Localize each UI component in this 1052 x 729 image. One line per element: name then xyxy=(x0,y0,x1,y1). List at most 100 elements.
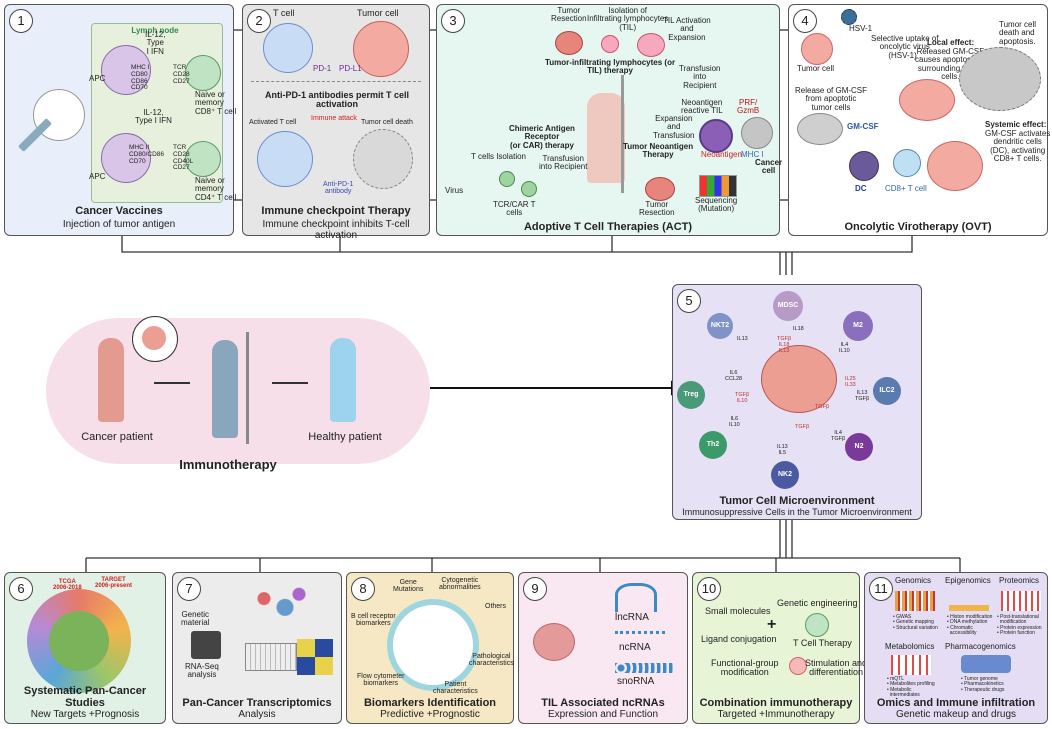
cancer-patient-figure xyxy=(98,338,124,422)
cell-label-treg: Treg xyxy=(683,391,699,398)
biomarker-label: Patient characteristics xyxy=(433,681,478,696)
tumor-death-label: Tumor cell death xyxy=(361,119,413,126)
tumor-zoom-cells xyxy=(142,326,166,350)
dc-label: DC xyxy=(855,184,867,193)
genomics-chart-icon xyxy=(895,591,935,611)
panel-number: 2 xyxy=(247,9,271,33)
panel-number: 3 xyxy=(441,9,465,33)
metabolomics-chart-icon xyxy=(891,655,931,675)
panel-title: Combination immunotherapy xyxy=(699,697,853,709)
divider xyxy=(251,81,421,82)
cell-label-nkt2: NKT2 xyxy=(710,322,730,329)
panel-title: Systematic Pan-Cancer Studies xyxy=(23,685,147,709)
apc-label-1: APC xyxy=(89,74,106,83)
snorna-label: snoRNA xyxy=(617,676,655,687)
panel-cancer-vaccines: 1 Lymph node APC APC IL-12, Type I IFN I… xyxy=(4,4,237,236)
panel-title: Omics and Immune infiltration xyxy=(876,697,1036,709)
infected-tumor-cell xyxy=(801,33,833,65)
tumor-cell-label: Tumor cell xyxy=(797,64,835,73)
systemic-effect-title: Systemic effect: xyxy=(985,120,1047,129)
t-cell-isolation-label: T cells Isolation xyxy=(471,152,526,161)
pan-cancer-wheel-inner xyxy=(49,611,109,671)
t-cell-therapy-label: T Cell Therapy xyxy=(793,638,852,648)
immune-cell xyxy=(677,381,705,409)
treated-patient-figure xyxy=(212,340,238,438)
ligand-label: Ligand conjugation xyxy=(701,634,777,644)
expansion-label: Expansion and Transfusion xyxy=(653,114,695,140)
cytokine-label: IL13 TGFβ xyxy=(855,390,870,402)
cell-label-ilc2: ILC2 xyxy=(879,387,895,394)
panel-title: Tumor Cell Microenvironment xyxy=(719,495,875,507)
neoantigen-label: Neoantigen xyxy=(701,150,742,159)
panel-number: 11 xyxy=(869,577,893,601)
cytokine-label: IL13 IL5 xyxy=(777,444,788,456)
small-molecules-label: Small molecules xyxy=(705,606,771,616)
panel-subtitle: Predictive +Prognostic xyxy=(380,709,480,720)
mhc1-label: MHC I xyxy=(741,150,764,159)
panel-number: 9 xyxy=(523,577,547,601)
heatmap-icon xyxy=(297,639,333,675)
transfusion-label-2: Transfusion into Recipient xyxy=(539,154,588,172)
tumor-cluster-1 xyxy=(899,79,955,121)
uptake-label: Selective uptake of oncolytic virus (HSV… xyxy=(871,34,939,60)
dying-tumor-cell xyxy=(353,129,413,189)
chromatogram-icon xyxy=(245,643,297,671)
panel-transcriptomics: 7 Genetic material RNA-Seq analysis Pan-… xyxy=(172,572,342,724)
il12-label-2: IL-12, Type I IFN xyxy=(135,108,172,126)
til-cell-icon xyxy=(601,35,619,53)
cancer-cell-label: Cancer cell xyxy=(755,158,783,176)
panel-title: TIL Associated ncRNAs xyxy=(541,697,665,709)
panel-biomarkers: 8 Gene Mutations Cytogenetic abnormaliti… xyxy=(346,572,514,724)
rna-seq-label: RNA-Seq analysis xyxy=(185,662,219,680)
cell-label-th2: Th2 xyxy=(706,441,720,448)
biomarker-label: Others xyxy=(485,603,507,610)
panel-pan-cancer: 6 TCGA 2006-2018 TARGET 2006-present Sys… xyxy=(4,572,166,724)
proteomics-chart-icon xyxy=(1001,591,1041,611)
dc-cell xyxy=(849,151,879,181)
cd4-t-cell xyxy=(185,141,221,177)
biomarker-label: Gene Mutations xyxy=(393,579,424,594)
panel-subtitle: Immunosuppressive Cells in the Tumor Mic… xyxy=(682,507,912,517)
car-therapy-label: Chimeric Antigen Receptor (or CAR) thera… xyxy=(509,124,575,150)
panel-title: Oncolytic Virotherapy (OVT) xyxy=(844,221,992,233)
genomics-items: • GWAS • Genetic mapping • Structural va… xyxy=(893,614,938,631)
metabolomics-label: Metabolomics xyxy=(885,642,935,651)
cytokine-label: IL25 IL33 xyxy=(845,376,856,388)
biomarker-label: Pathological characteristics xyxy=(469,653,514,668)
panel-title: Cancer Vaccines xyxy=(75,205,163,217)
panel-subtitle: Injection of tumor antigen xyxy=(62,219,176,230)
panel-number: 10 xyxy=(697,577,721,601)
stimulated-cell-icon xyxy=(789,657,807,675)
healthy-patient-label: Healthy patient xyxy=(308,431,382,443)
epigenomics-chart-icon xyxy=(949,591,989,611)
arrow-1 xyxy=(154,382,190,384)
panel-subtitle: Expression and Function xyxy=(547,709,659,720)
release-label: Release of GM-CSF from apoptotic tumor c… xyxy=(795,86,868,112)
pharmacogenomics-label: Pharmacogenomics xyxy=(945,642,1016,651)
cytokine-label: IL6 CCL28 xyxy=(725,370,743,382)
epigenomics-items: • Histon modification • DNA methylation … xyxy=(947,614,993,636)
panel-number: 4 xyxy=(793,9,817,33)
biomarker-label: B cell receptor biomarkers xyxy=(351,613,396,628)
local-effect-title: Local effect: xyxy=(927,38,975,47)
panel-act: 3 Tumor Resection Isolation of Infiltrat… xyxy=(436,4,783,236)
sequencing-label: Sequencing (Mutation) xyxy=(695,196,738,214)
biomarker-label: Cytogenetic abnormalities xyxy=(439,577,481,592)
panel-title: Adoptive T Cell Therapies (ACT) xyxy=(523,221,693,233)
biomarker-label: Flow cytometer biomarkers xyxy=(357,673,405,688)
immune-cell xyxy=(843,311,873,341)
cd8-label: Naive or memory CD8⁺ T cell xyxy=(195,90,237,116)
cell-label-n2: N2 xyxy=(854,443,864,450)
virus-label: Virus xyxy=(445,186,464,195)
immune-cell xyxy=(873,377,901,405)
t-cell-icon xyxy=(805,613,829,637)
tcr-label-2: TCR CD28 CD40L CD27 xyxy=(173,144,194,172)
iv-bag-icon xyxy=(246,332,249,444)
plus-sign: + xyxy=(767,616,777,633)
immune-cell xyxy=(845,433,873,461)
panel-number: 8 xyxy=(351,577,375,601)
apoptotic-cells xyxy=(959,47,1041,111)
panel-number: 6 xyxy=(9,577,33,601)
scatter-plot-icon xyxy=(243,581,313,625)
ncrna-label: ncRNA xyxy=(619,642,651,653)
